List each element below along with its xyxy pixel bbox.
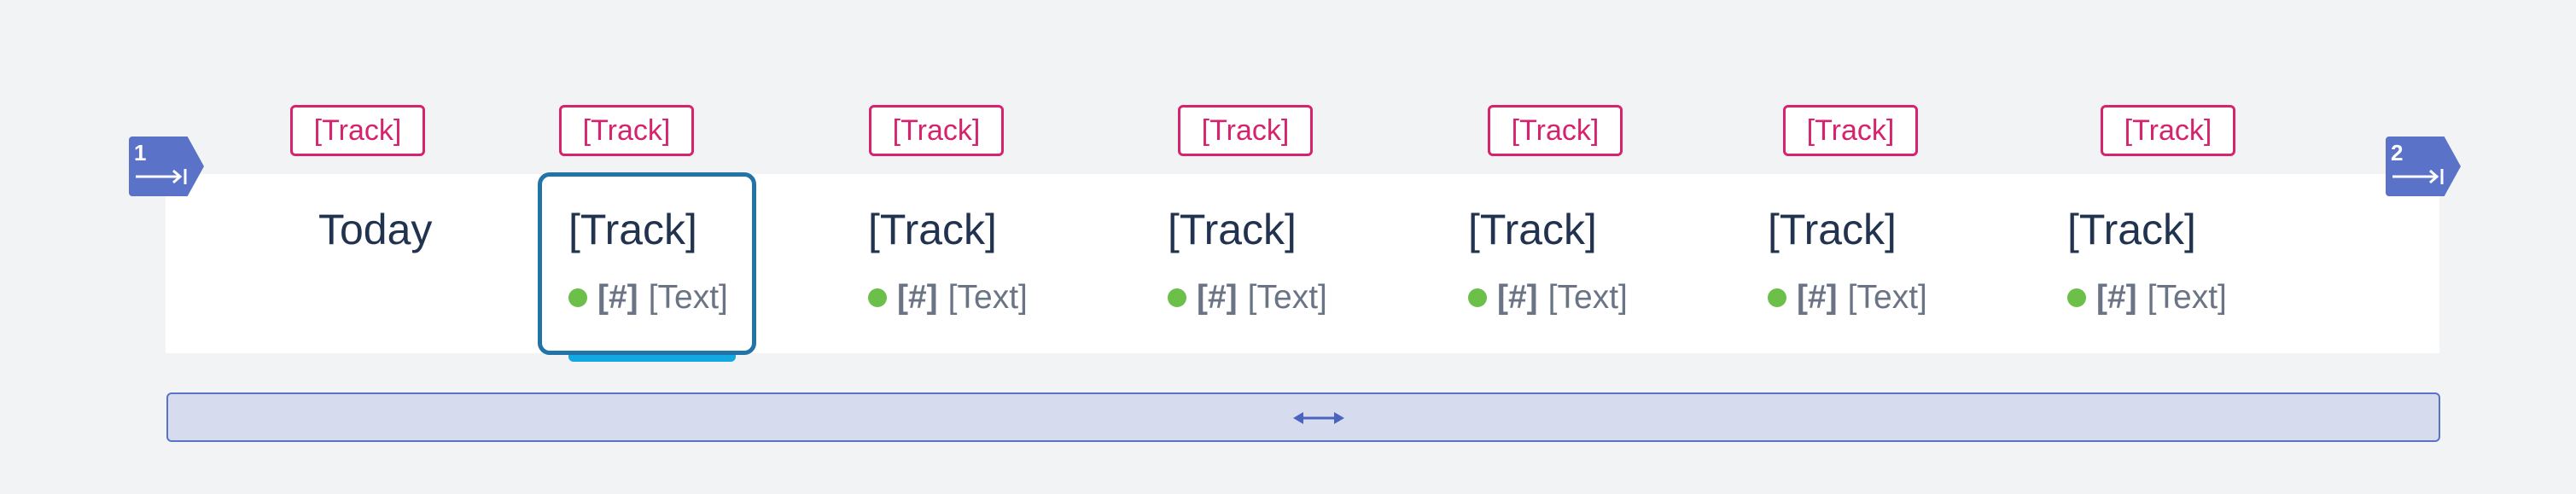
step-number: 2: [2391, 140, 2404, 166]
column-title[interactable]: [Track]: [868, 206, 997, 253]
column-text: [Text]: [2147, 279, 2227, 316]
track-tag[interactable]: [Track]: [559, 105, 694, 156]
horizontal-resize-icon: [1293, 412, 1344, 424]
arrow-to-end-icon: [2392, 169, 2444, 184]
column-text: [Text]: [947, 279, 1028, 316]
track-tag[interactable]: [Track]: [1178, 105, 1313, 156]
column-title[interactable]: [Track]: [568, 206, 697, 253]
step-flag-2[interactable]: 2: [2386, 137, 2461, 196]
track-tag[interactable]: [Track]: [1783, 105, 1918, 156]
step-number: 1: [134, 140, 147, 166]
timeline-panel: [166, 174, 2439, 353]
column-number: [#]: [1797, 279, 1838, 316]
column-text: [Text]: [1847, 279, 1927, 316]
column-text: [Text]: [1247, 279, 1327, 316]
status-dot-icon: [2067, 288, 2086, 307]
selected-indicator-bar: [568, 355, 736, 362]
selected-column-card[interactable]: [538, 172, 756, 355]
track-tag[interactable]: [Track]: [290, 105, 425, 156]
column-number: [#]: [1497, 279, 1538, 316]
column-title[interactable]: [Track]: [2067, 206, 2196, 253]
status-dot-icon: [1168, 288, 1186, 307]
status-dot-icon: [568, 288, 587, 307]
status-dot-icon: [868, 288, 887, 307]
status-dot-icon: [1468, 288, 1487, 307]
arrow-to-end-icon: [136, 169, 187, 184]
status-dot-icon: [1768, 288, 1786, 307]
column-number: [#]: [597, 279, 638, 316]
today-label: Today: [318, 206, 433, 253]
column-status: [#] [Text]: [868, 279, 1028, 317]
column-title[interactable]: [Track]: [1768, 206, 1897, 253]
column-status: [#] [Text]: [2067, 279, 2227, 317]
track-tag[interactable]: [Track]: [2101, 105, 2235, 156]
column-number: [#]: [1197, 279, 1238, 316]
track-tag[interactable]: [Track]: [869, 105, 1004, 156]
column-number: [#]: [2096, 279, 2137, 316]
horizontal-scrollbar[interactable]: [166, 392, 2440, 442]
column-status: [#] [Text]: [1168, 279, 1327, 317]
step-flag-1[interactable]: 1: [129, 137, 204, 196]
track-tag[interactable]: [Track]: [1488, 105, 1623, 156]
column-title[interactable]: [Track]: [1168, 206, 1297, 253]
column-status: [#] [Text]: [568, 279, 728, 317]
column-title[interactable]: [Track]: [1468, 206, 1597, 253]
column-status: [#] [Text]: [1468, 279, 1628, 317]
column-number: [#]: [897, 279, 938, 316]
column-text: [Text]: [648, 279, 728, 316]
column-status: [#] [Text]: [1768, 279, 1927, 317]
column-text: [Text]: [1547, 279, 1628, 316]
